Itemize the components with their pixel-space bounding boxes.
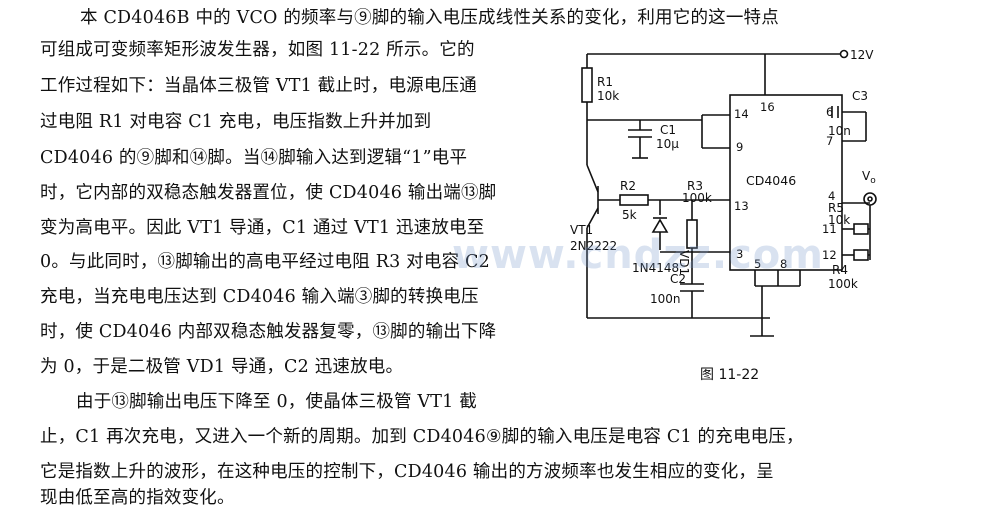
text-line-4: 过电阻 R1 对电容 C1 充电，电压指数上升并加到 — [40, 112, 432, 132]
c1-value: 10μ — [656, 137, 679, 151]
vt1-type: 2N2222 — [570, 239, 617, 253]
pin-16: 16 — [760, 100, 775, 114]
r3-value: 100k — [682, 191, 712, 205]
text-line-14: 它是指数上升的波形，在这种电压的控制下，CD4046 输出的方波频率也发生相应的… — [40, 462, 774, 482]
text-line-5: CD4046 的⑨脚和⑭脚。当⑭脚输入达到逻辑“1”电平 — [40, 148, 468, 168]
pin-8: 8 — [780, 257, 787, 271]
ic-name: CD4046 — [746, 173, 796, 188]
r2-name: R2 — [620, 179, 636, 193]
supply-label: 12V — [850, 48, 874, 62]
c2-value: 100n — [650, 292, 681, 306]
pin-4: 4 — [828, 189, 835, 203]
figure-caption: 图 11-22 — [700, 367, 760, 383]
text-line-7: 变为高电平。因此 VT1 导通，C1 通过 VT1 迅速放电至 — [40, 218, 485, 238]
text-line-3: 工作过程如下：当晶体三极管 VT1 截止时，电源电压通 — [40, 76, 477, 96]
text-line-6: 时，它内部的双稳态触发器置位，使 CD4046 输出端⑬脚 — [40, 183, 497, 203]
text-line-13: 止，C1 再次充电，又进入一个新的周期。加到 CD4046⑨脚的输入电压是电容 … — [40, 427, 804, 447]
c3-value: 10n — [828, 124, 851, 138]
text-line-9: 充电，当充电电压达到 CD4046 输入端③脚的转换电压 — [40, 287, 479, 307]
r2-value: 5k — [622, 208, 637, 222]
r4-value: 100k — [828, 277, 858, 291]
r1-value: 10k — [597, 89, 619, 103]
pin-5: 5 — [754, 257, 761, 271]
c3-name: C3 — [852, 89, 868, 103]
r5-value: 10k — [828, 213, 850, 227]
pin-12: 12 — [822, 248, 837, 262]
pin-6: 6 — [826, 105, 833, 119]
text-line-1: 本 CD4046B 中的 VCO 的频率与⑨脚的输入电压成线性关系的变化，利用它… — [80, 8, 779, 28]
c2-name: C2 — [670, 272, 686, 286]
text-line-11: 为 0，于是二极管 VD1 导通，C2 迅速放电。 — [40, 357, 404, 377]
text-line-12: 由于⑬脚输出电压下降至 0，使晶体三极管 VT1 截 — [76, 392, 477, 412]
watermark: www.cndzz.com — [452, 232, 824, 278]
text-line-10: 时，使 CD4046 内部双稳态触发器复零，⑬脚的输出下降 — [40, 322, 497, 342]
text-line-8: 0。与此同时，⑬脚输出的高电平经过电阻 R3 对电容 C2 — [40, 252, 490, 272]
pin-9: 9 — [736, 140, 743, 154]
vd1-name: VD1 — [677, 250, 691, 275]
r5-name: R5 — [828, 201, 844, 215]
vd1-type: 1N4148 — [632, 261, 679, 275]
r4-name: R4 — [832, 263, 848, 277]
circuit-diagram: 12V R1 10k C1 10μ C3 10n R2 5k R3 100k V… — [570, 48, 877, 337]
c1-name: C1 — [660, 123, 676, 137]
text-line-2: 可组成可变频率矩形波发生器，如图 11-22 所示。它的 — [40, 40, 475, 60]
pin-3: 3 — [736, 247, 743, 261]
vo-label: Vo — [862, 169, 876, 186]
vt1-name: VT1 — [570, 223, 593, 237]
text-line-15: 现由低至高的指效变化。 — [40, 488, 235, 508]
pin-14: 14 — [734, 107, 749, 121]
pin-11: 11 — [822, 222, 837, 236]
r1-name: R1 — [597, 75, 613, 89]
r3-name: R3 — [687, 179, 703, 193]
pin-7: 7 — [826, 134, 833, 148]
pin-13: 13 — [734, 199, 749, 213]
